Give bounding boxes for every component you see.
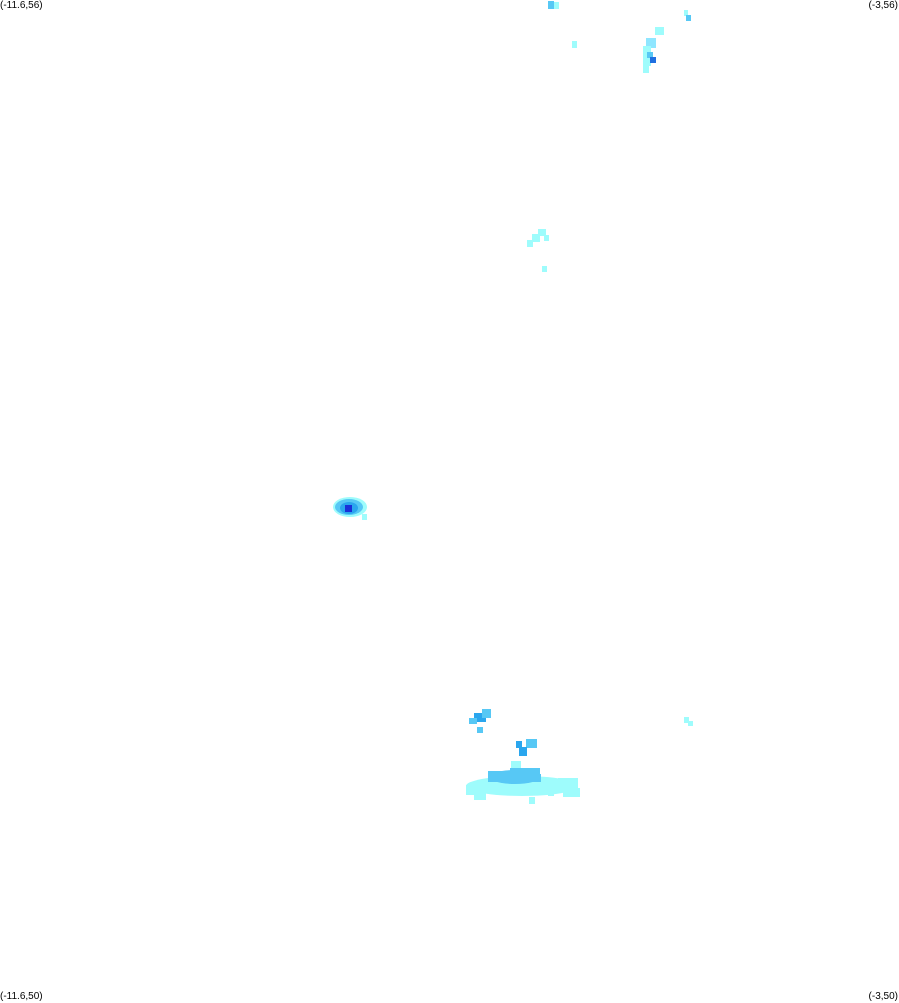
- radar-cell: [516, 741, 522, 748]
- radar-cell: [488, 771, 510, 782]
- corner-label-top-right: (-3,56): [868, 0, 898, 11]
- radar-cell: [345, 505, 352, 512]
- radar-cell: [538, 229, 546, 236]
- radar-cell-group-north: [548, 1, 691, 73]
- radar-cell: [477, 727, 483, 733]
- corner-label-top-left: (-11.6,56): [0, 0, 43, 11]
- radar-cell: [529, 797, 535, 804]
- radar-cell: [532, 234, 540, 242]
- radar-cell: [469, 718, 477, 724]
- radar-cell: [554, 2, 559, 9]
- radar-cell: [643, 66, 649, 73]
- radar-cell: [526, 739, 537, 748]
- radar-cell-group-south: [466, 709, 693, 804]
- radar-cell: [362, 514, 367, 520]
- radar-cell: [563, 788, 580, 797]
- radar-cell: [530, 774, 541, 782]
- radar-cell: [688, 721, 693, 726]
- radar-cell-group-west: [333, 497, 367, 520]
- radar-cell: [684, 717, 689, 723]
- radar-cell: [686, 15, 691, 21]
- radar-cell: [572, 41, 577, 48]
- radar-cell: [650, 57, 656, 63]
- radar-cell: [482, 709, 491, 718]
- radar-cell: [474, 713, 486, 722]
- radar-cell: [466, 785, 486, 795]
- radar-cell: [684, 10, 688, 16]
- radar-cell: [544, 235, 549, 241]
- radar-cell: [542, 266, 547, 272]
- radar-cell: [548, 789, 554, 796]
- radar-cell: [511, 761, 521, 769]
- corner-label-bottom-left: (-11.6,50): [0, 991, 43, 1002]
- radar-cell: [647, 52, 653, 58]
- corner-label-bottom-right: (-3,50): [868, 991, 898, 1002]
- radar-cell: [474, 792, 486, 800]
- radar-cell: [558, 778, 578, 790]
- radar-cell: [655, 27, 664, 35]
- radar-cell: [527, 240, 533, 247]
- radar-cell: [548, 1, 554, 9]
- radar-cell-group-central: [527, 229, 549, 272]
- radar-cell: [519, 747, 527, 756]
- radar-cell: [646, 38, 656, 48]
